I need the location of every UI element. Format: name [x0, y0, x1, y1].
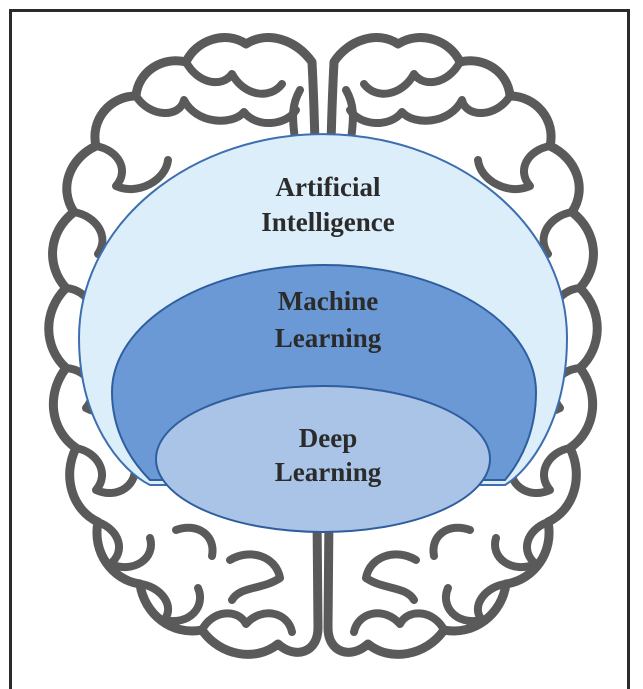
- dl-label-line2: Learning: [275, 457, 382, 487]
- ai-ml-dl-diagram: Artificial Intelligence Machine Learning…: [44, 33, 602, 659]
- ml-label-line2: Learning: [275, 323, 382, 353]
- ml-label-line1: Machine: [278, 286, 379, 316]
- deep-learning-region: [155, 385, 491, 533]
- ai-label-line2: Intelligence: [261, 207, 394, 237]
- dl-label-line1: Deep: [299, 423, 357, 453]
- ai-label-line1: Artificial: [276, 172, 381, 202]
